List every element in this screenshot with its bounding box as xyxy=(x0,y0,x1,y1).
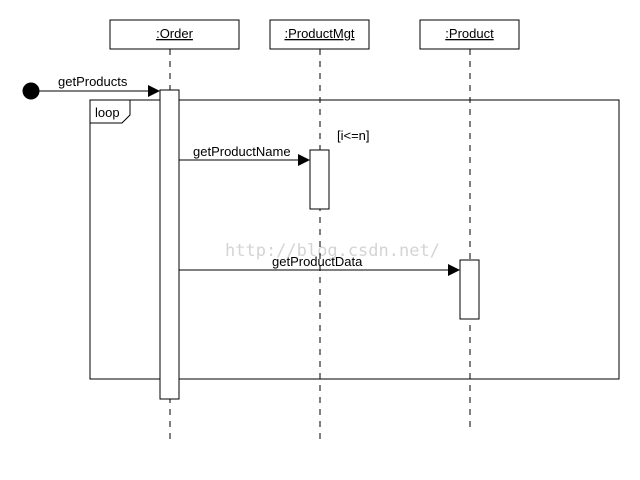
activation-productmgt xyxy=(309,149,330,210)
activation-order xyxy=(159,89,180,400)
loop-guard-label: [i<=n] xyxy=(337,128,370,143)
message-get-product-name: getProductName xyxy=(179,144,310,166)
arrowhead-icon xyxy=(148,85,160,97)
lifeline-head-order: :Order xyxy=(109,19,240,50)
message-get-product-data-label: getProductData xyxy=(272,254,363,269)
lifeline-order-label: :Order xyxy=(156,26,194,41)
message-get-products: getProducts xyxy=(22,74,160,100)
lifeline-head-product: :Product xyxy=(419,19,520,50)
loop-operator-label: loop xyxy=(95,105,120,120)
loop-fragment: loop [i<=n] xyxy=(89,99,620,380)
loop-operator-tab xyxy=(90,99,131,124)
arrowhead-icon xyxy=(448,264,460,276)
message-get-products-label: getProducts xyxy=(58,74,128,89)
arrowhead-icon xyxy=(298,154,310,166)
activation-product xyxy=(459,259,480,320)
lifeline-product-label: :Product xyxy=(445,26,494,41)
watermark-text: http://blog.csdn.net/ xyxy=(225,241,440,261)
message-get-product-data: getProductData xyxy=(179,254,460,276)
message-get-product-name-label: getProductName xyxy=(193,144,291,159)
lifeline-head-productmgt: :ProductMgt xyxy=(269,19,370,50)
lifeline-productmgt-label: :ProductMgt xyxy=(284,26,354,41)
